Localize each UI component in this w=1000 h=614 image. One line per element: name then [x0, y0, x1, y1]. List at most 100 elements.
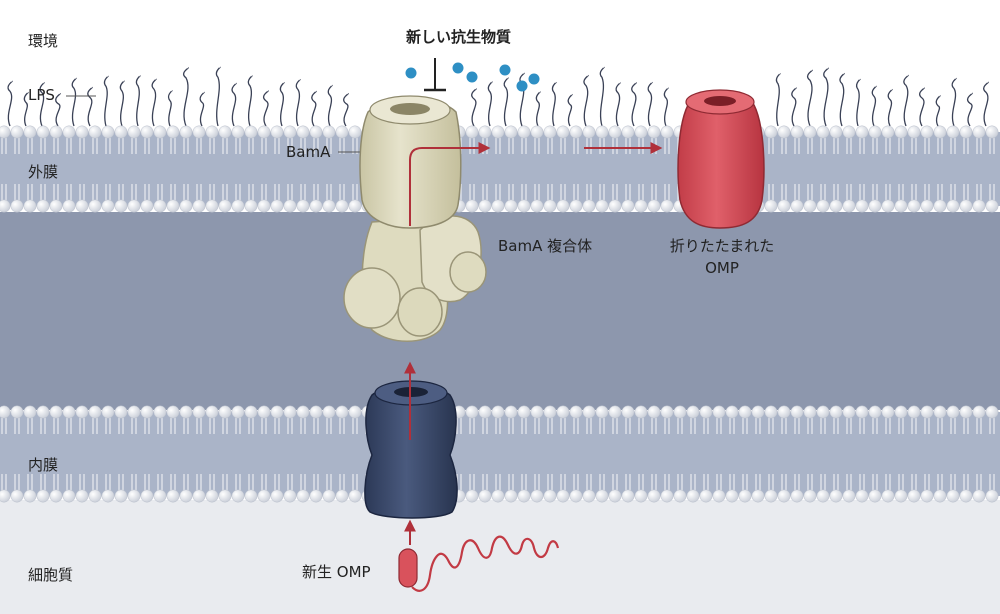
- lipid-head: [517, 125, 531, 139]
- lipid-head: [972, 125, 986, 139]
- label-folded-omp-line1: 折りたたまれた: [669, 237, 775, 255]
- lipid-head: [49, 489, 63, 503]
- lps-chain: [199, 91, 205, 127]
- lipid-head: [205, 405, 219, 419]
- lipid-head: [894, 405, 908, 419]
- lipid-head: [322, 405, 336, 419]
- lipid-head: [790, 489, 804, 503]
- lipid-head: [647, 199, 661, 213]
- lipid-head: [868, 405, 882, 419]
- lipid-head: [114, 199, 128, 213]
- lipid-head: [855, 405, 869, 419]
- lipid-head: [127, 405, 141, 419]
- lipid-head: [465, 405, 479, 419]
- lipid-head: [881, 199, 895, 213]
- lipid-head: [790, 125, 804, 139]
- arrow-bama-lateral: [409, 142, 491, 226]
- lipid-head: [842, 199, 856, 213]
- lipid-head: [972, 489, 986, 503]
- label-nascent-omp: 新生 OMP: [302, 563, 371, 581]
- lipid-head: [322, 199, 336, 213]
- lipid-head: [595, 199, 609, 213]
- lipid-head: [582, 125, 596, 139]
- lipid-head: [530, 405, 544, 419]
- label-outer-membrane: 外膜: [28, 163, 59, 181]
- lipid-head: [49, 199, 63, 213]
- lipid-head: [686, 405, 700, 419]
- antibiotic-molecule: [452, 62, 464, 74]
- lipid-head: [959, 199, 973, 213]
- lipid-head: [556, 125, 570, 139]
- lps-chain: [855, 78, 861, 127]
- lipid-head: [153, 405, 167, 419]
- lipid-head: [49, 405, 63, 419]
- lipid-head: [62, 199, 76, 213]
- lipid-head: [595, 489, 609, 503]
- lipid-head: [309, 125, 323, 139]
- lipid-head: [816, 405, 830, 419]
- lipid-head: [23, 405, 37, 419]
- lipid-head: [101, 489, 115, 503]
- lipid-head: [192, 489, 206, 503]
- lipid-head: [920, 489, 934, 503]
- lipid-head: [75, 405, 89, 419]
- label-cytoplasm: 細胞質: [28, 566, 74, 584]
- lipid-head: [517, 489, 531, 503]
- lipid-head: [296, 125, 310, 139]
- lipid-head: [842, 489, 856, 503]
- lps-chain: [167, 90, 173, 127]
- lipid-head: [582, 405, 596, 419]
- lipid-head: [23, 199, 37, 213]
- lipid-head: [556, 199, 570, 213]
- lipid-head: [218, 405, 232, 419]
- lipid-head: [36, 125, 50, 139]
- lipid-head: [322, 125, 336, 139]
- lipid-head: [764, 125, 778, 139]
- lipid-head: [179, 405, 193, 419]
- lipid-head: [491, 405, 505, 419]
- lipid-head: [777, 405, 791, 419]
- lipid-head: [595, 125, 609, 139]
- lps-chain: [951, 77, 957, 127]
- lipid-head: [504, 489, 518, 503]
- lipid-head: [881, 125, 895, 139]
- lipid-head: [907, 489, 921, 503]
- lipid-head: [933, 489, 947, 503]
- lipid-head: [218, 489, 232, 503]
- lps-chain: [983, 81, 989, 127]
- lipid-head: [478, 125, 492, 139]
- lipid-head: [127, 489, 141, 503]
- lipid-head: [296, 199, 310, 213]
- lipid-head: [738, 405, 752, 419]
- lipid-head: [959, 405, 973, 419]
- lps-chain: [887, 88, 893, 127]
- lipid-head: [140, 405, 154, 419]
- lipid-head: [985, 405, 999, 419]
- lipid-head: [309, 199, 323, 213]
- lipid-head: [478, 199, 492, 213]
- lipid-head: [608, 405, 622, 419]
- lipid-head: [855, 489, 869, 503]
- lipid-head: [296, 405, 310, 419]
- lipid-head: [504, 125, 518, 139]
- lipid-head: [647, 489, 661, 503]
- lipid-head: [777, 489, 791, 503]
- lipid-head: [608, 489, 622, 503]
- lipid-head: [634, 125, 648, 139]
- lipid-head: [75, 125, 89, 139]
- lps-chain: [599, 66, 605, 127]
- lps-chain: [551, 81, 557, 127]
- label-environment: 環境: [28, 32, 59, 50]
- lipid-head: [569, 405, 583, 419]
- lipid-head: [933, 405, 947, 419]
- lipid-head: [166, 125, 180, 139]
- lps-chain: [7, 80, 13, 127]
- lipid-head: [699, 489, 713, 503]
- lipid-head: [517, 405, 531, 419]
- lipid-head: [907, 405, 921, 419]
- lipid-head: [530, 199, 544, 213]
- lipid-head: [491, 199, 505, 213]
- lipid-head: [660, 125, 674, 139]
- lipid-head: [192, 199, 206, 213]
